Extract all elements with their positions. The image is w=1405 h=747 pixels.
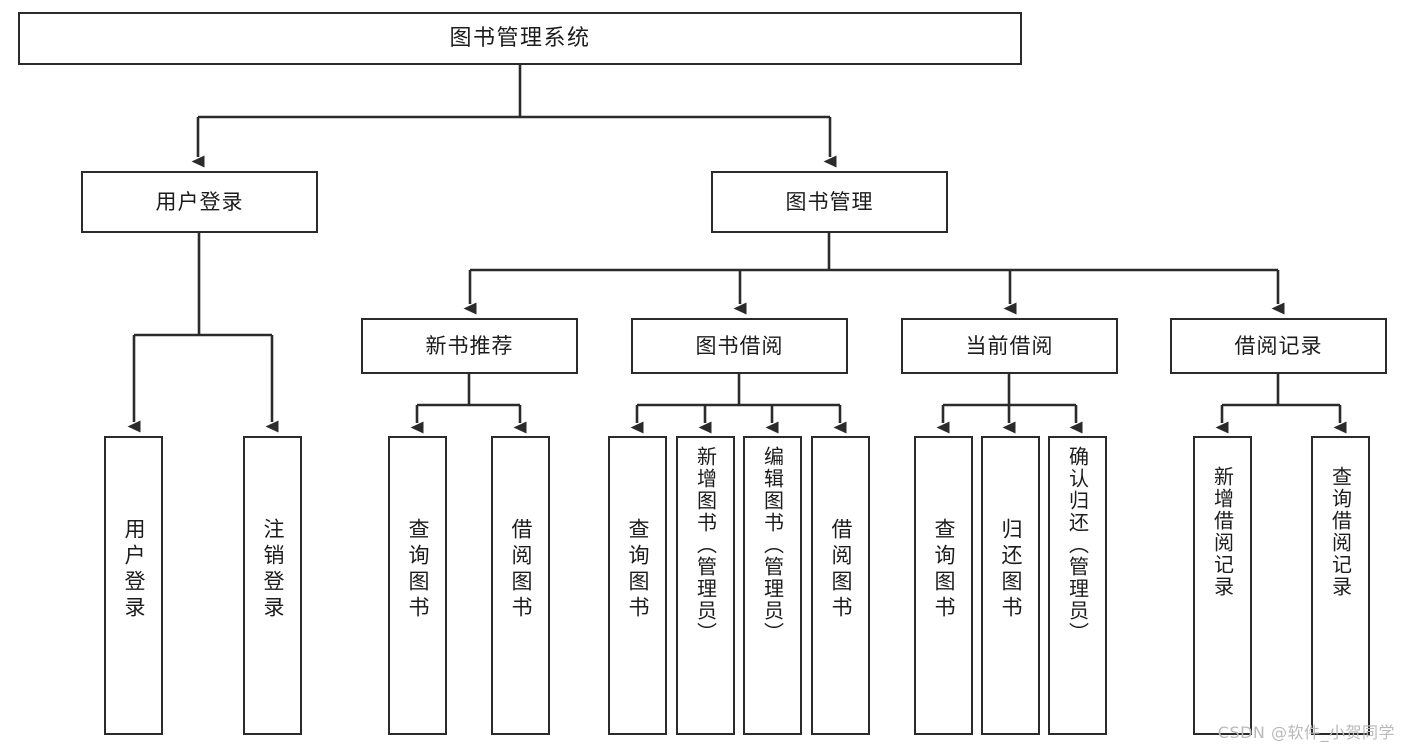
leaf-logout-login-label: 注销登录 [261, 518, 285, 622]
leaf-query-book-3[interactable]: 查询图书 [914, 436, 973, 735]
node-book-borrow[interactable]: 图书借阅 [631, 318, 848, 374]
leaf-add-record-label: 新增借阅记录 [1210, 466, 1235, 598]
leaf-query-record-label: 查询借阅记录 [1328, 466, 1353, 598]
node-book-borrow-label: 图书借阅 [695, 333, 784, 358]
leaf-query-book-3-label: 查询图书 [932, 518, 956, 622]
node-book-manage-label: 图书管理 [785, 189, 874, 214]
node-new-book-recommend[interactable]: 新书推荐 [361, 318, 578, 374]
leaf-borrow-book-1[interactable]: 借阅图书 [491, 436, 550, 735]
leaf-return-book-label: 归还图书 [999, 518, 1023, 622]
leaf-add-record[interactable]: 新增借阅记录 [1193, 436, 1252, 735]
leaf-edit-book[interactable]: 编辑图书（管理员） [743, 436, 802, 735]
node-borrow-record[interactable]: 借阅记录 [1170, 318, 1387, 374]
leaf-user-login-label: 用户登录 [122, 518, 146, 622]
node-user-login[interactable]: 用户登录 [81, 171, 318, 233]
watermark-text: CSDN @软件_小贺同学 [1217, 723, 1395, 742]
node-new-book-recommend-label: 新书推荐 [425, 333, 514, 358]
leaf-borrow-book-2-label: 借阅图书 [829, 518, 853, 622]
leaf-query-record[interactable]: 查询借阅记录 [1311, 436, 1370, 735]
leaf-borrow-book-2[interactable]: 借阅图书 [811, 436, 870, 735]
leaf-return-book[interactable]: 归还图书 [981, 436, 1040, 735]
leaf-borrow-book-1-label: 借阅图书 [509, 518, 533, 622]
node-book-manage[interactable]: 图书管理 [711, 171, 948, 233]
leaf-query-book-1-label: 查询图书 [406, 518, 430, 622]
leaf-add-book-label: 新增图书（管理员） [693, 446, 718, 644]
leaf-add-book[interactable]: 新增图书（管理员） [676, 436, 735, 735]
leaf-confirm-return[interactable]: 确认归还（管理员） [1048, 436, 1107, 735]
node-root[interactable]: 图书管理系统 [18, 12, 1022, 65]
leaf-query-book-2[interactable]: 查询图书 [608, 436, 667, 735]
leaf-query-book-1[interactable]: 查询图书 [388, 436, 447, 735]
leaf-confirm-return-label: 确认归还（管理员） [1065, 446, 1090, 644]
node-user-login-label: 用户登录 [155, 189, 244, 214]
leaf-user-login[interactable]: 用户登录 [104, 436, 163, 735]
leaf-logout-login[interactable]: 注销登录 [243, 436, 302, 735]
node-borrow-record-label: 借阅记录 [1234, 333, 1323, 358]
node-root-label: 图书管理系统 [449, 25, 591, 51]
node-current-borrow[interactable]: 当前借阅 [901, 318, 1118, 374]
leaf-query-book-2-label: 查询图书 [626, 518, 650, 622]
node-current-borrow-label: 当前借阅 [965, 333, 1054, 358]
leaf-edit-book-label: 编辑图书（管理员） [760, 446, 785, 644]
